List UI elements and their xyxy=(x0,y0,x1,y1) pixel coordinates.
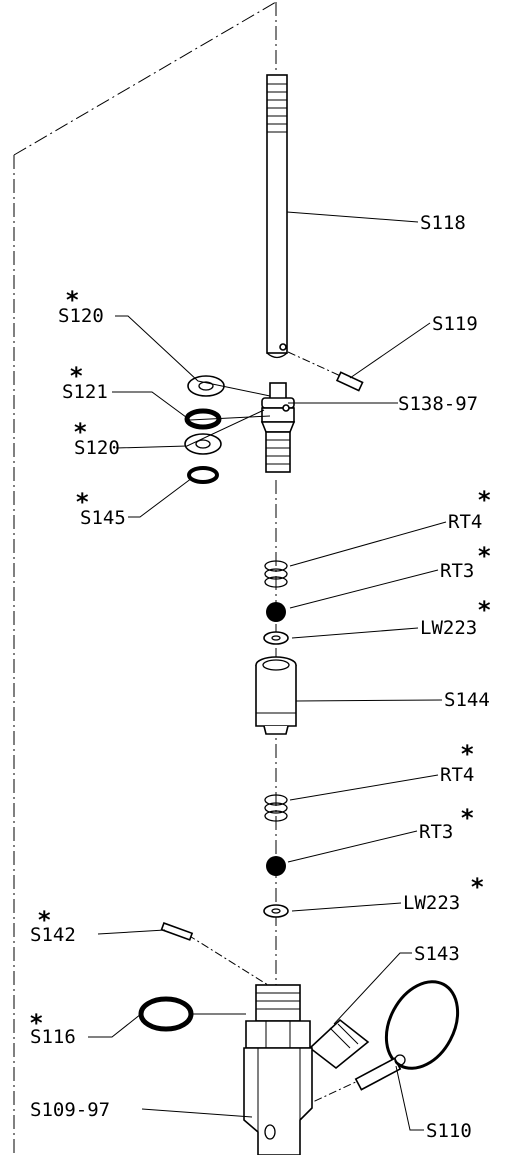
label-s120-top: S120 xyxy=(58,305,104,327)
spring-rt4-bottom xyxy=(264,794,288,822)
label-s142: S142 xyxy=(30,924,76,946)
label-s110: S110 xyxy=(426,1120,472,1142)
washer-lw223-top xyxy=(263,631,289,645)
asterisk-rt4-top: * xyxy=(478,486,491,514)
ring-pin-s110 xyxy=(354,980,460,1091)
asterisk-lw223-bottom: * xyxy=(471,873,484,901)
label-s145: S145 xyxy=(80,507,126,529)
asterisk-s120-mid: * xyxy=(74,418,87,446)
asterisk-s145: * xyxy=(76,488,89,516)
valve-body-s138-97 xyxy=(260,382,296,473)
dash-dot-guides xyxy=(13,1,361,1155)
oring-s116 xyxy=(138,996,194,1032)
label-s109-97: S109-97 xyxy=(30,1099,110,1121)
sleeve-s144 xyxy=(255,656,297,735)
part-labels: S118 S119 S120 S121 S138-97 S120 S145 RT… xyxy=(30,212,490,1142)
label-rt4-bottom: RT4 xyxy=(440,764,474,786)
label-s119: S119 xyxy=(432,313,478,335)
pin-s142 xyxy=(160,922,194,941)
ball-rt3-bottom xyxy=(266,856,286,876)
oring-s145 xyxy=(187,466,219,484)
spring-rt4-top xyxy=(264,560,288,588)
leader-lines xyxy=(88,211,447,1131)
asterisk-s116: * xyxy=(30,1009,43,1037)
asterisk-s120-top: * xyxy=(66,286,79,314)
label-s118: S118 xyxy=(420,212,466,234)
label-lw223-top: LW223 xyxy=(420,617,477,639)
rod-s118 xyxy=(266,74,288,359)
label-s121: S121 xyxy=(62,381,108,403)
label-lw223-bottom: LW223 xyxy=(403,892,460,914)
asterisk-s121: * xyxy=(70,362,83,390)
label-rt3-top: RT3 xyxy=(440,560,474,582)
label-s116: S116 xyxy=(30,1026,76,1048)
asterisk-lw223-top: * xyxy=(478,596,491,624)
label-s143: S143 xyxy=(414,943,460,965)
asterisk-marks: * * * * * * * * * * * * xyxy=(30,286,491,1037)
asterisk-rt4-bottom: * xyxy=(461,740,474,768)
fitting-s143 xyxy=(245,984,370,1070)
asterisk-s142: * xyxy=(38,906,51,934)
body-s109-97 xyxy=(243,1047,313,1155)
asterisk-rt3-top: * xyxy=(478,542,491,570)
label-s138-97: S138-97 xyxy=(398,393,478,415)
label-rt3-bottom: RT3 xyxy=(419,821,453,843)
ball-rt3-top xyxy=(266,602,286,622)
washer-lw223-bottom xyxy=(263,904,289,918)
washer-s120-top xyxy=(187,375,225,397)
pin-s119 xyxy=(335,371,364,392)
washer-s120-mid xyxy=(184,433,222,455)
label-s144: S144 xyxy=(444,689,490,711)
label-s120-mid: S120 xyxy=(74,437,120,459)
asterisk-rt3-bottom: * xyxy=(461,804,474,832)
label-rt4-top: RT4 xyxy=(448,511,482,533)
